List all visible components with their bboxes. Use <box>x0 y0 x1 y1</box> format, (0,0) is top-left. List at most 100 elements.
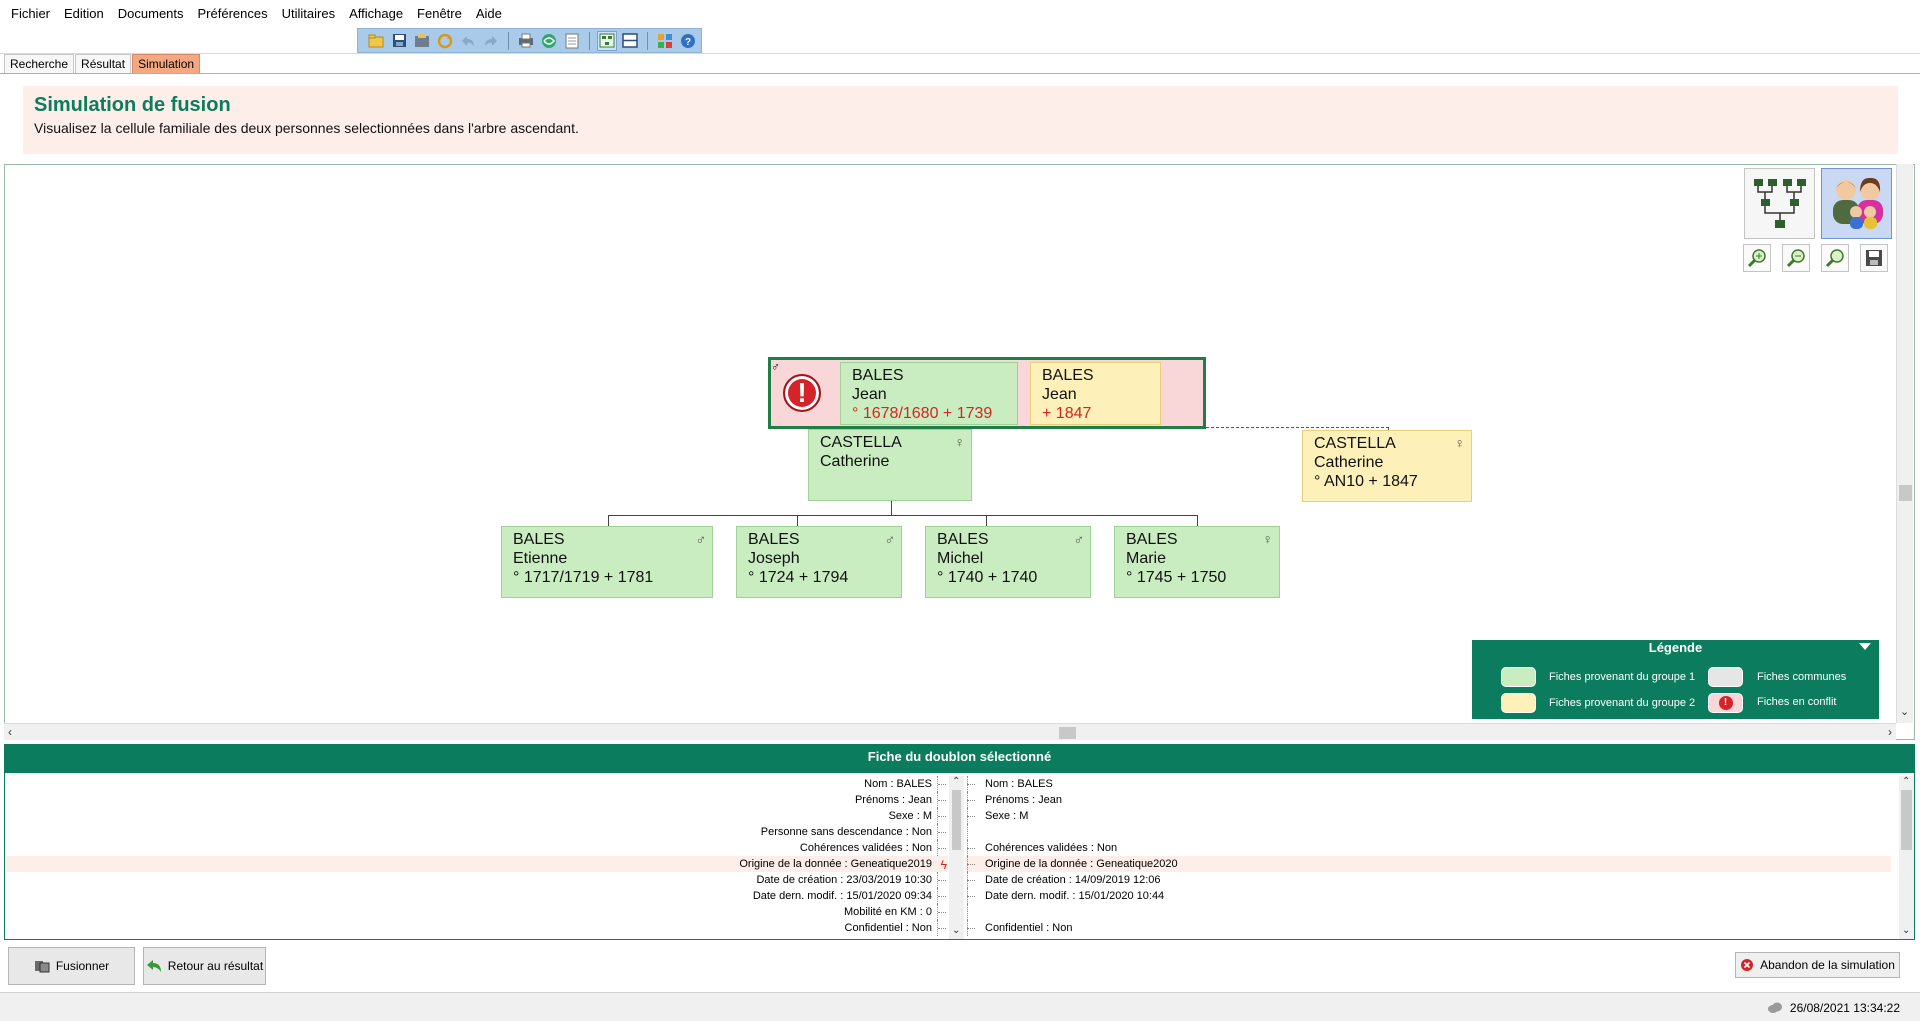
chevron-down-icon[interactable]: ⌄ <box>1902 925 1911 936</box>
chevron-down-icon[interactable]: ⌄ <box>1900 706 1910 718</box>
menu-item-aide[interactable]: Aide <box>475 6 502 21</box>
connector-line <box>797 515 798 526</box>
field-row: Date dern. modif. : 15/01/2020 10:44 <box>965 888 1891 904</box>
chevron-down-icon[interactable]: ⌄ <box>952 925 961 936</box>
help-icon[interactable]: ? <box>678 31 698 51</box>
page-title: Simulation de fusion <box>34 94 231 116</box>
person-surname: BALES <box>1126 531 1178 548</box>
child-card[interactable]: BALES Michel ° 1740 + 1740 ♂ <box>925 526 1091 598</box>
person-card-group2[interactable]: BALES Jean + 1847 <box>1030 362 1161 425</box>
conflict-person-box[interactable]: ! BALES Jean ° 1678/1680 + 1739 BALES Je… <box>768 357 1206 429</box>
scroll-thumb[interactable] <box>1899 485 1912 501</box>
merge-button[interactable]: Fusionner <box>8 947 135 985</box>
tab-recherche[interactable]: Recherche <box>4 54 75 73</box>
menu-item-utilitaires[interactable]: Utilitaires <box>281 6 336 21</box>
back-to-result-button[interactable]: Retour au résultat <box>143 947 266 985</box>
person-dates: ° 1745 + 1750 <box>1126 569 1227 586</box>
field-row: Date de création : 14/09/2019 12:06 <box>965 872 1891 888</box>
horizontal-scrollbar[interactable]: ‹ › <box>4 723 1896 740</box>
person-given-name: Jean <box>1042 386 1077 403</box>
menu-item-affichage[interactable]: Affichage <box>349 6 404 21</box>
chevron-right-icon[interactable]: › <box>1888 725 1892 739</box>
duplicate-record-panel: Fiche du doublon sélectionné Nom : BALES… <box>4 744 1915 940</box>
menu-item-documents[interactable]: Documents <box>117 6 184 21</box>
person-surname: BALES <box>1042 367 1094 384</box>
page-header: Simulation de fusion Visualisez la cellu… <box>23 86 1898 154</box>
chevron-up-icon[interactable]: ⌃ <box>952 776 961 787</box>
male-icon: ♂ <box>695 531 707 547</box>
child-card[interactable]: BALES Marie ° 1745 + 1750 ♀ <box>1114 526 1280 598</box>
zoom-fit-button[interactable] <box>1821 244 1849 272</box>
connector-line <box>1197 515 1198 526</box>
tree-view-icon[interactable] <box>597 30 617 51</box>
chevron-up-icon[interactable]: ⌃ <box>1902 776 1911 787</box>
merge-icon <box>34 961 50 973</box>
legend-swatch-group1 <box>1501 667 1536 687</box>
web-icon[interactable] <box>539 31 559 51</box>
vertical-scrollbar[interactable]: ⌄ <box>1896 164 1913 723</box>
person-surname: BALES <box>748 531 800 548</box>
tabs-divider <box>0 73 1920 74</box>
legend-swatch-common <box>1708 667 1743 687</box>
menu-item-preferences[interactable]: Préférences <box>197 6 268 21</box>
legend-panel: Légende Fiches provenant du groupe 1 Fic… <box>1472 640 1879 719</box>
spouse-card-group2[interactable]: CASTELLA Catherine ° AN10 + 1847 ♀ <box>1302 430 1472 502</box>
vertical-scrollbar[interactable]: ⌃ ⌄ <box>1899 776 1914 939</box>
redo-icon[interactable] <box>481 31 501 51</box>
chevron-down-icon[interactable] <box>1859 643 1871 650</box>
scroll-thumb[interactable] <box>1901 790 1912 850</box>
family-cell-mode-button[interactable] <box>1821 168 1892 239</box>
toolbar-separator <box>647 31 648 50</box>
open-folder-icon[interactable] <box>366 31 386 51</box>
archive-icon[interactable] <box>412 31 432 51</box>
page-subtitle: Visualisez la cellule familiale des deux… <box>34 120 579 136</box>
zoom-out-button[interactable] <box>1782 244 1810 272</box>
person-given-name: Catherine <box>820 453 890 470</box>
panel-title: Fiche du doublon sélectionné <box>5 745 1914 773</box>
menu-item-edition[interactable]: Edition <box>64 6 104 21</box>
spouse-card-group1[interactable]: CASTELLA Catherine ♀ <box>808 429 972 501</box>
legend-swatch-conflict: ! <box>1708 693 1743 713</box>
zoom-in-button[interactable] <box>1743 244 1771 272</box>
tab-resultat[interactable]: Résultat <box>75 54 132 73</box>
field-row: Mobilité en KM : 0 <box>6 904 948 920</box>
tab-simulation[interactable]: Simulation <box>132 54 201 73</box>
ancestor-tree-mode-button[interactable] <box>1744 168 1815 239</box>
person-given-name: Catherine <box>1314 454 1384 471</box>
abort-simulation-button[interactable]: Abandon de la simulation <box>1735 952 1900 978</box>
split-view-icon[interactable] <box>620 31 640 51</box>
person-surname: CASTELLA <box>820 434 902 451</box>
field-row <box>965 904 1891 920</box>
undo-icon[interactable] <box>458 31 478 51</box>
person-card-group1[interactable]: BALES Jean ° 1678/1680 + 1739 <box>840 362 1018 425</box>
toolbar-divider <box>0 53 1920 54</box>
menu-item-fenetre[interactable]: Fenêtre <box>417 6 462 21</box>
page-icon[interactable] <box>562 31 582 51</box>
legend-label: Fiches provenant du groupe 1 <box>1549 671 1696 683</box>
menu-item-fichier[interactable]: Fichier <box>11 6 51 21</box>
save-image-button[interactable] <box>1860 244 1888 272</box>
vertical-scrollbar[interactable]: ⌃ ⌄ <box>949 776 964 939</box>
person-given-name: Jean <box>852 386 887 403</box>
save-icon[interactable] <box>389 31 409 51</box>
record-left-column: Nom : BALES Prénoms : Jean Sexe : M Pers… <box>6 776 948 939</box>
puzzle-icon[interactable] <box>655 31 675 51</box>
scroll-thumb[interactable] <box>952 790 961 850</box>
record-right-column: Nom : BALES Prénoms : Jean Sexe : M Cohé… <box>965 776 1891 939</box>
zoom-in-icon <box>1747 249 1766 268</box>
chevron-left-icon[interactable]: ‹ <box>8 725 12 739</box>
field-row: Cohérences validées : Non <box>965 840 1891 856</box>
male-icon: ♂ <box>771 360 780 374</box>
child-card[interactable]: BALES Etienne ° 1717/1719 + 1781 ♂ <box>501 526 713 598</box>
legend-title: Légende <box>1648 640 1703 655</box>
child-card[interactable]: BALES Joseph ° 1724 + 1794 ♂ <box>736 526 902 598</box>
field-row: Sexe : M <box>965 808 1891 824</box>
legend-swatch-group2 <box>1501 693 1536 713</box>
dashed-spouse-line <box>1206 427 1389 428</box>
print-icon[interactable] <box>516 31 536 51</box>
refresh-icon[interactable] <box>435 31 455 51</box>
family-icon <box>1832 177 1883 229</box>
conflict-warning-icon: ! <box>783 374 821 412</box>
tab-strip: Recherche Résultat Simulation <box>4 54 201 74</box>
scroll-thumb[interactable] <box>1059 727 1076 739</box>
